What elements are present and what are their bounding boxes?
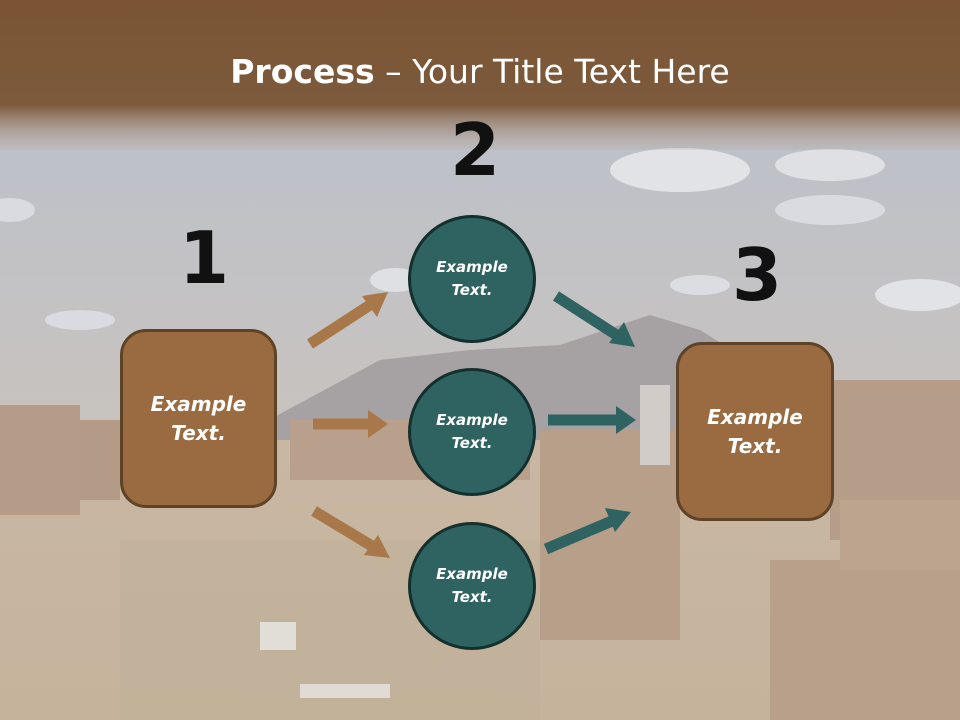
step-number-1: 1 bbox=[179, 216, 230, 300]
circle-middle: Example Text. bbox=[408, 368, 536, 496]
left-box: Example Text. bbox=[120, 329, 277, 508]
step-number-3: 3 bbox=[732, 233, 783, 317]
arrow-to-middle-circle bbox=[313, 410, 388, 438]
circle-middle-text: Example Text. bbox=[436, 411, 508, 452]
left-box-text: Example Text. bbox=[150, 391, 247, 445]
arrow-to-top-circle bbox=[307, 292, 388, 349]
circle-top: Example Text. bbox=[408, 215, 536, 343]
title-bold: Process bbox=[230, 52, 375, 91]
arrow-from-bottom-circle bbox=[543, 508, 631, 555]
circle-top-text: Example Text. bbox=[436, 258, 508, 299]
circle-bottom: Example Text. bbox=[408, 522, 536, 650]
right-box: Example Text. bbox=[676, 342, 834, 521]
slide-title: Process – Your Title Text Here bbox=[0, 52, 960, 91]
arrow-from-middle-circle bbox=[548, 406, 636, 434]
arrow-from-top-circle bbox=[553, 291, 635, 347]
step-number-2: 2 bbox=[450, 108, 501, 192]
arrow-to-bottom-circle bbox=[311, 506, 390, 558]
circle-bottom-text: Example Text. bbox=[436, 565, 508, 606]
right-box-text: Example Text. bbox=[707, 404, 803, 458]
title-rest: – Your Title Text Here bbox=[374, 52, 730, 91]
